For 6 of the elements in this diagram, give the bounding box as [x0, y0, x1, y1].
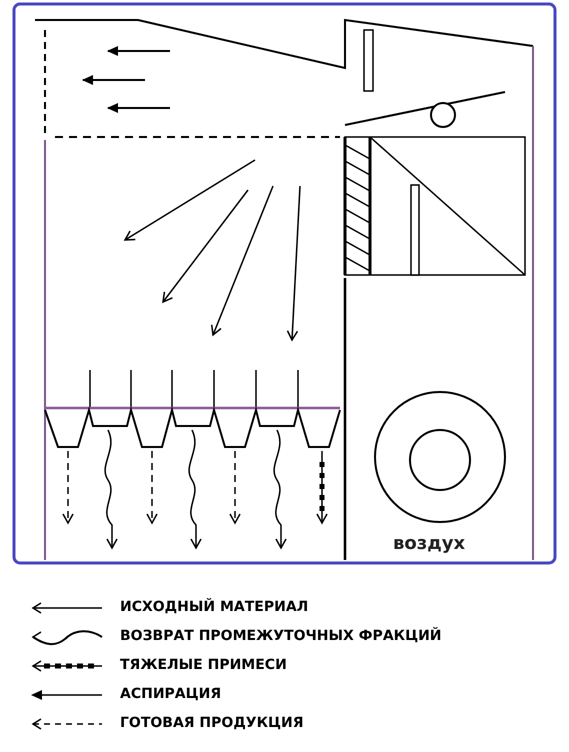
part-label: воздух [393, 533, 466, 554]
legend-text: АСПИРАЦИЯ [120, 686, 222, 702]
legend-text: ТЯЖЕЛЫЕ ПРИМЕСИ [120, 657, 287, 673]
legend-text: ВОЗВРАТ ПРОМЕЖУТОЧНЫХ ФРАКЦИЙ [120, 628, 442, 644]
legend-text: ИСХОДНЫЙ МАТЕРИАЛ [120, 599, 308, 615]
legend-text: ГОТОВАЯ ПРОДУКЦИЯ [120, 715, 304, 731]
